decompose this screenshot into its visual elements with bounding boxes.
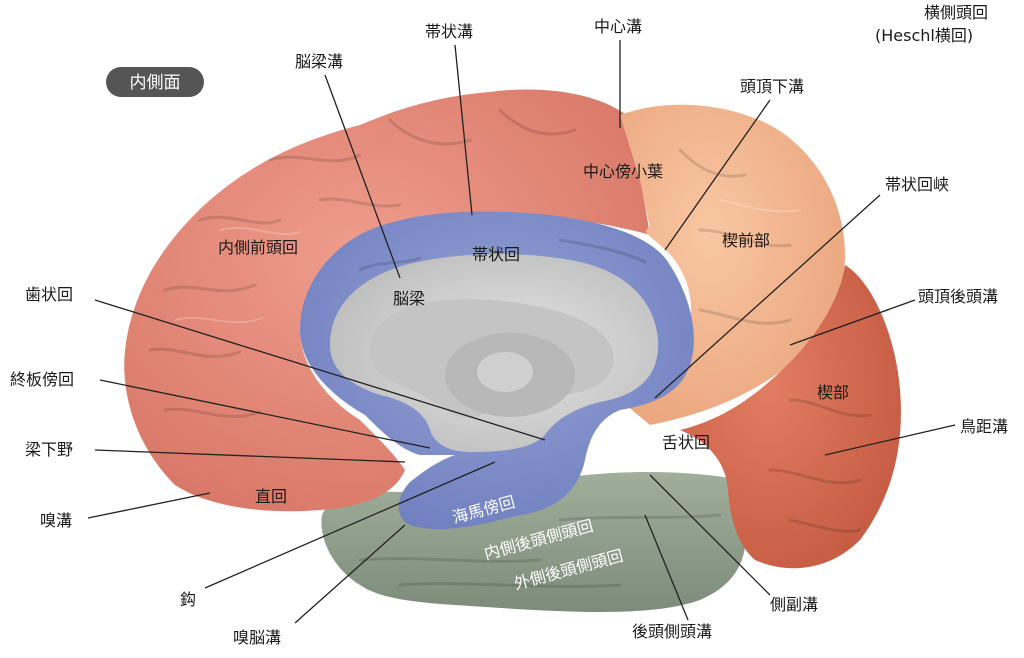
region-cingulate-gyrus: 帯状回 [472, 245, 520, 264]
frontal-region [124, 89, 650, 512]
label-central-sulcus: 中心溝 [594, 17, 642, 36]
label-calcarine-sulcus: 鳥距溝 [960, 417, 1008, 436]
region-medial-frontal-gyrus: 内側前頭回 [218, 238, 298, 257]
thalamus-core [477, 352, 533, 392]
label-olfactory-sulcus: 嗅溝 [40, 511, 72, 530]
label-parieto-occipital-sulcus: 頭頂後頭溝 [918, 287, 998, 306]
region-lingual-gyrus: 舌状回 [662, 433, 710, 452]
label-subparietal-sulcus: 頭頂下溝 [740, 77, 804, 96]
title-badge: 内側面 [106, 67, 204, 97]
label-heschl: (Heschl横回) [875, 26, 973, 45]
leader-lines [87, 40, 956, 624]
label-uncus: 鈎 [180, 590, 196, 609]
label-isthmus: 帯状回峡 [885, 175, 949, 194]
label-subcallosal-area: 梁下野 [25, 440, 73, 459]
gyral-texture [148, 108, 872, 588]
region-precuneus: 楔前部 [722, 231, 770, 250]
occipital-region [680, 265, 901, 569]
label-rhinal-sulcus: 嗅脳溝 [233, 628, 281, 647]
label-callosal-sulcus: 脳梁溝 [295, 52, 343, 71]
parietal-region [620, 104, 845, 425]
title-badge-text: 内側面 [130, 73, 181, 93]
label-dentate-gyrus: 歯状回 [25, 285, 73, 304]
region-gyrus-rectus: 直回 [255, 487, 287, 506]
region-cuneus: 楔部 [817, 383, 849, 402]
label-transverse-temporal-gyrus: 横側頭回 [924, 3, 988, 22]
label-occipitotemporal-sulcus: 後頭側頭溝 [632, 622, 712, 641]
region-corpus-callosum: 脳梁 [393, 289, 425, 308]
label-collateral-sulcus: 側副溝 [770, 595, 818, 614]
label-cingulate-sulcus: 帯状溝 [425, 22, 473, 41]
label-paraterminal-gyrus: 終板傍回 [10, 370, 74, 389]
region-paracentral-lobule: 中心傍小葉 [583, 162, 663, 181]
